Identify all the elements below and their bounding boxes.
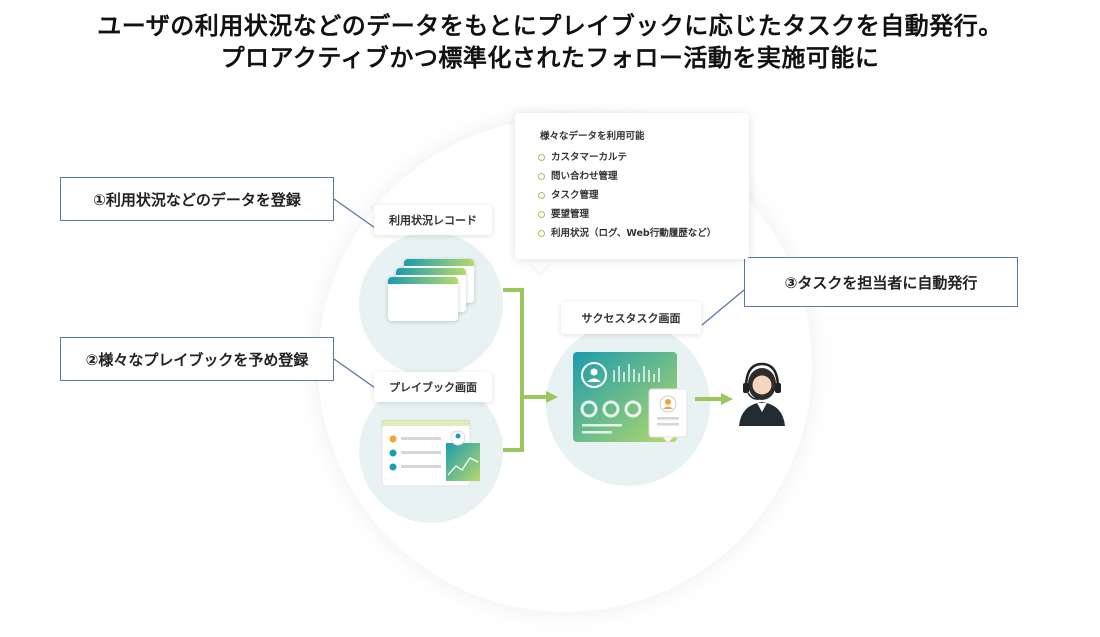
bullet-icon bbox=[538, 192, 545, 199]
callout-3-connector bbox=[701, 289, 745, 326]
headline-line-2: プロアクティブかつ標準化されたフォロー活動を実施可能に bbox=[220, 44, 880, 72]
list-item: タスク管理 bbox=[538, 186, 716, 205]
bullet-icon bbox=[538, 173, 545, 180]
playbook-screen-label: プレイブック画面 bbox=[374, 372, 492, 402]
success-task-screen-label: サクセスタスク画面 bbox=[561, 302, 701, 334]
list-item: カスタマーカルテ bbox=[538, 148, 716, 167]
callout-issue-tasks: ③タスクを担当者に自動発行 bbox=[744, 257, 1018, 307]
callout-register-data: ①利用状況などのデータを登録 bbox=[60, 177, 334, 221]
data-sources-list: カスタマーカルテ 問い合わせ管理 タスク管理 要望管理 利用状況（ログ、Web行… bbox=[538, 148, 716, 243]
list-item: 要望管理 bbox=[538, 205, 716, 224]
bullet-icon bbox=[538, 230, 545, 237]
usage-record-label: 利用状況レコード bbox=[374, 205, 492, 235]
merge-arrow-head bbox=[546, 391, 558, 403]
merge-arrow bbox=[503, 288, 547, 452]
data-sources-bubble bbox=[515, 113, 749, 259]
list-item: 問い合わせ管理 bbox=[538, 167, 716, 186]
playbook-screen-icon bbox=[381, 419, 480, 487]
list-item: 利用状況（ログ、Web行動履歴など） bbox=[538, 224, 716, 243]
callout-2-connector bbox=[333, 358, 379, 391]
bullet-icon bbox=[538, 154, 545, 161]
callout-1-connector bbox=[333, 198, 379, 231]
headline-line-1: ユーザの利用状況などのデータをもとにプレイブックに応じたタスクを自動発行。 bbox=[97, 12, 1003, 40]
dispatch-arrow-head bbox=[721, 393, 733, 405]
callout-register-playbooks: ②様々なプレイブックを予め登録 bbox=[60, 337, 334, 381]
data-bubble-title: 様々なデータを利用可能 bbox=[540, 131, 645, 142]
user-profile-icon bbox=[648, 388, 688, 444]
bullet-icon bbox=[538, 211, 545, 218]
operator-headset-icon bbox=[739, 362, 785, 426]
